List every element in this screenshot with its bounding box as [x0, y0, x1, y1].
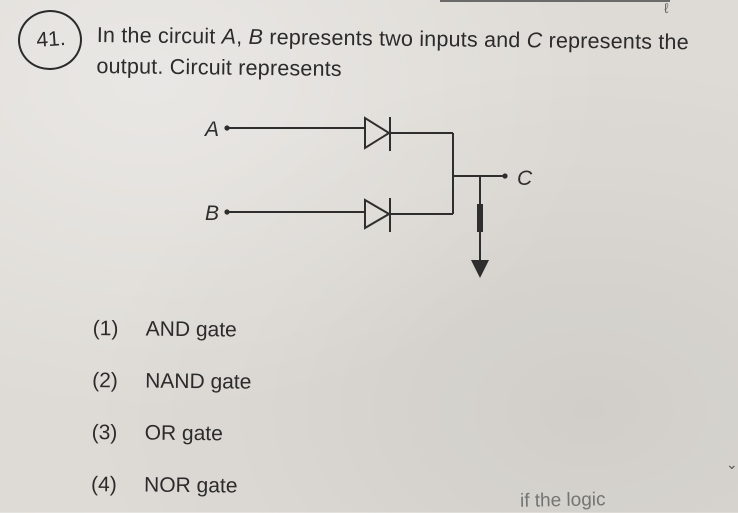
option-1[interactable]: (1) AND gate	[92, 303, 252, 357]
option-number: (2)	[92, 368, 118, 393]
terminal-b-dot	[224, 209, 230, 215]
question-number-circle: 41.	[15, 7, 85, 73]
option-2[interactable]: (2) NAND gate	[92, 355, 252, 409]
option-label: NAND gate	[145, 369, 252, 394]
option-3[interactable]: (3) OR gate	[91, 407, 251, 461]
var-b: B	[248, 24, 264, 50]
answer-options: (1) AND gate (2) NAND gate (3) OR gate (…	[91, 303, 252, 513]
var-a: A	[221, 24, 237, 49]
option-number: (4)	[90, 472, 117, 497]
question-number: 41.	[35, 26, 67, 52]
label-c: C	[517, 167, 533, 190]
option-label: NOR gate	[143, 473, 238, 498]
option-4[interactable]: (4) NOR gate	[91, 459, 251, 513]
option-number: (3)	[91, 420, 118, 445]
next-question-fragment: if the logic	[519, 489, 606, 512]
terminal-c-dot	[502, 173, 508, 179]
label-a: A	[203, 118, 219, 141]
diode-a	[364, 116, 391, 150]
option-label: AND gate	[145, 317, 237, 342]
page-rule-line	[440, 0, 670, 2]
option-label: OR gate	[144, 421, 223, 446]
var-c: C	[526, 28, 543, 53]
diode-b	[364, 198, 391, 230]
question-text: In the circuit A, B represents two input…	[96, 22, 696, 81]
diode-circuit-diagram: A B C	[203, 116, 533, 278]
option-number: (1)	[92, 316, 119, 341]
ground-arrow-icon	[471, 260, 489, 278]
label-b: B	[205, 202, 219, 225]
terminal-a-dot	[224, 125, 230, 131]
top-margin-mark: ℓ	[664, 0, 669, 16]
margin-tick-mark: ⌄	[726, 456, 738, 472]
